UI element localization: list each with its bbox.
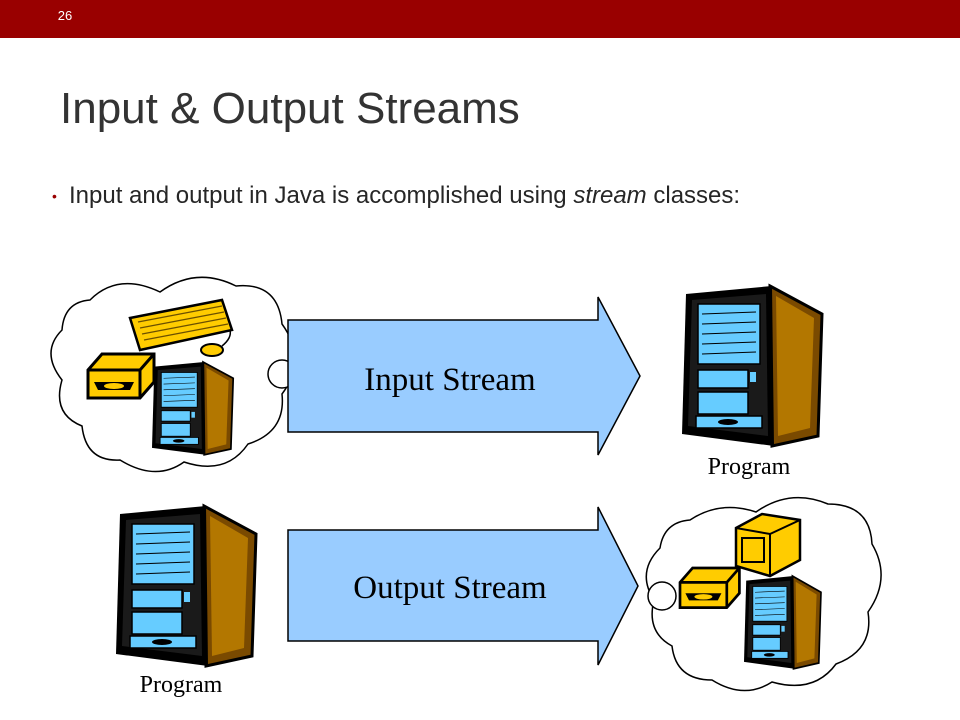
- program-tower-icon: [680, 284, 824, 448]
- bullet-text-after: classes:: [646, 182, 741, 209]
- program-label-top: Program: [708, 454, 791, 480]
- slide-title: Input & Output Streams: [60, 84, 520, 133]
- disk-drive-icon: [86, 352, 156, 400]
- input-stream-label: Input Stream: [364, 362, 536, 398]
- slide-number: 26: [57, 8, 73, 23]
- computer-tower-icon: [151, 361, 235, 456]
- monitor-icon: [734, 512, 802, 578]
- bullet-text: Input and output in Java is accomplished…: [52, 180, 872, 212]
- header-bar: 26: [0, 0, 960, 38]
- program-label-bottom: Program: [140, 672, 223, 698]
- program-tower-icon-bottom: [114, 504, 258, 668]
- bullet-text-before: Input and output in Java is accomplished…: [69, 182, 574, 209]
- output-stream-arrow: Output Stream: [287, 506, 639, 666]
- input-stream-arrow: Input Stream: [287, 296, 641, 456]
- disk-drive-icon-output: [678, 566, 741, 609]
- bullet-dot: •: [52, 188, 57, 204]
- bullet-text-emphasis: stream: [573, 182, 647, 209]
- output-stream-label: Output Stream: [353, 570, 547, 606]
- output-destination-cloud: [645, 496, 882, 692]
- input-source-cloud: [50, 276, 297, 473]
- keyboard-icon: [128, 298, 234, 357]
- computer-tower-icon-output: [743, 575, 822, 670]
- bullet-item: • Input and output in Java is accomplish…: [52, 180, 872, 212]
